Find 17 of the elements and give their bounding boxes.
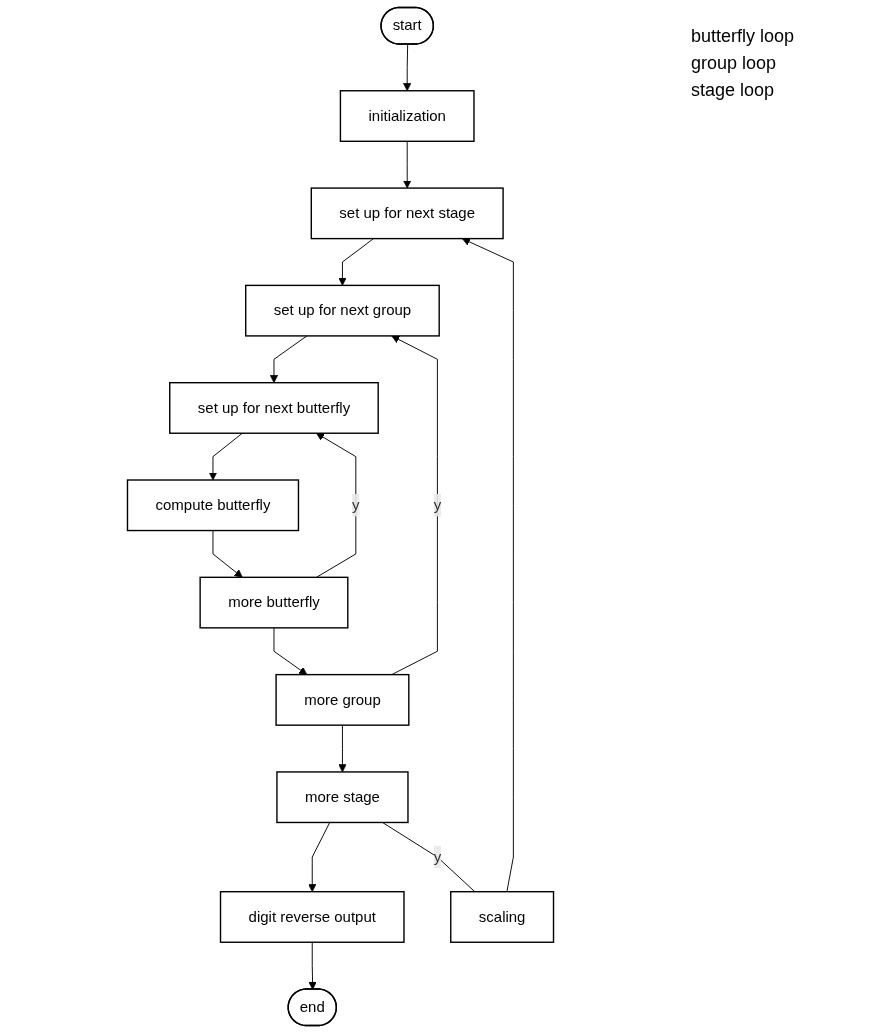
node-box: compute butterfly [126, 479, 300, 532]
node-box: set up for next butterfly [169, 382, 379, 434]
edge-label: y [433, 496, 442, 513]
node-box: more group [275, 673, 410, 726]
loop-label: stage loop [691, 80, 776, 101]
edge-label: y [352, 496, 360, 513]
node-box: more stage [276, 771, 409, 824]
node-box: digit reverse output [219, 891, 405, 943]
loop-label: butterfly loop [691, 26, 796, 47]
loop-label: group loop [691, 53, 778, 74]
node-box: scaling [450, 891, 555, 943]
node-box: initialization [339, 90, 475, 142]
node-box: more butterfly [199, 576, 349, 629]
connector [382, 822, 476, 893]
node-box: set up for next stage [310, 187, 504, 240]
node-box: set up for next group [245, 284, 440, 337]
edge-label: y [433, 848, 442, 865]
